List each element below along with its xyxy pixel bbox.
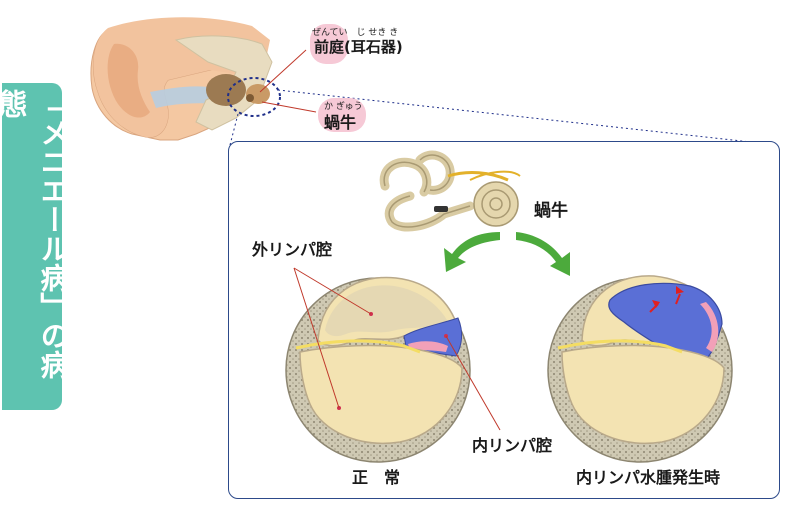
labyrinth-illustration bbox=[379, 150, 521, 232]
vestibule-ruby: ぜんてい じ せき き bbox=[312, 28, 399, 38]
middle-ear bbox=[206, 74, 246, 106]
vestibule-pointer bbox=[259, 49, 307, 93]
zoom-line-1 bbox=[277, 89, 779, 146]
normal-cochlea-section bbox=[285, 276, 471, 463]
cochlea-label-top: 蝸牛 bbox=[324, 113, 357, 132]
arrow-to-hydrops bbox=[516, 232, 570, 276]
perilymph-label: 外リンパ腔 bbox=[252, 240, 333, 259]
endolymph-leader bbox=[445, 335, 501, 431]
pinna-inner bbox=[107, 43, 150, 118]
normal-caption: 正 常 bbox=[352, 468, 401, 487]
cochlea-label-panel: 蝸牛 bbox=[534, 201, 568, 221]
inner-ear-highlight bbox=[227, 77, 281, 117]
cochlea-label-pill bbox=[318, 98, 366, 132]
hydrops-caption: 内リンパ水腫発生時 bbox=[576, 468, 721, 487]
cochlea-pointer bbox=[261, 101, 317, 113]
arrow-to-normal bbox=[444, 232, 500, 272]
vestibule-label-pill bbox=[310, 24, 348, 64]
zoom-line-2 bbox=[229, 113, 239, 146]
hydrops-cochlea-section bbox=[547, 275, 733, 463]
perilymph-leader-2 bbox=[293, 267, 340, 409]
endolymph-label: 内リンパ腔 bbox=[472, 436, 553, 455]
perilymph-leader-1 bbox=[293, 267, 372, 315]
vestibule-label: 前庭(耳石器) bbox=[314, 38, 403, 56]
cochlea-ruby: か ぎゅう bbox=[324, 102, 363, 112]
